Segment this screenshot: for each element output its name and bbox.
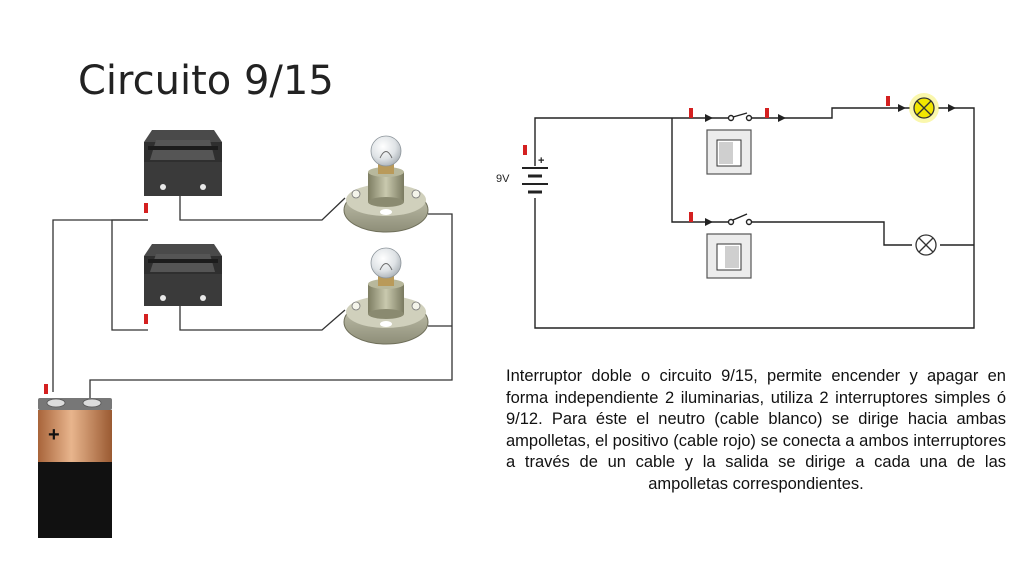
wires [52, 196, 453, 402]
schematic-battery [522, 167, 548, 194]
rocker-switch-1 [144, 130, 222, 196]
switch-plate-1 [706, 129, 752, 175]
lamp-socket-1 [343, 167, 429, 233]
rocker-switch-2 [144, 244, 222, 306]
schematic-markers [523, 96, 890, 222]
marker-switch1-in [689, 108, 693, 118]
wire-positive-branch [111, 219, 148, 331]
light-bulb-1 [370, 135, 402, 174]
light-bulb-2 [370, 247, 402, 286]
schematic-wire-top-right [534, 107, 975, 329]
marker-switch1-out [765, 108, 769, 118]
battery-9v: + [38, 398, 112, 538]
switch-plate-2 [706, 233, 752, 279]
battery-plus-label: + [48, 424, 60, 446]
marker-lamp1 [886, 96, 890, 106]
wire-switch2-to-lamp2 [179, 306, 346, 331]
schematic-wire-lower [750, 221, 912, 246]
marker-switch2 [144, 314, 148, 324]
lamp-symbol-off-icon [915, 234, 937, 256]
battery-plus-sign: + [538, 155, 544, 167]
slide-title: Circuito 9/15 [78, 58, 334, 104]
schematic-wire-top-mid [750, 107, 910, 119]
wire-neutral [89, 213, 453, 402]
description-text: Interruptor doble o circuito 9/15, permi… [506, 367, 1006, 493]
marker-switch1 [144, 203, 148, 213]
marker-battery [44, 384, 48, 394]
switch-contact-1 [727, 112, 753, 122]
wire-switch1-to-lamp1 [179, 196, 346, 221]
lamp-symbol-on-icon [909, 93, 939, 123]
lamp-socket-2 [343, 279, 429, 345]
marker-switch2-in [689, 212, 693, 222]
schematic-wires [534, 107, 975, 329]
voltage-label: 9V [496, 173, 510, 185]
terminal-markers [44, 203, 148, 394]
switch-contact-2 [727, 213, 753, 226]
schematic-wire-top [534, 117, 730, 166]
marker-battery-terminal [523, 145, 527, 155]
current-arrows [705, 104, 956, 226]
